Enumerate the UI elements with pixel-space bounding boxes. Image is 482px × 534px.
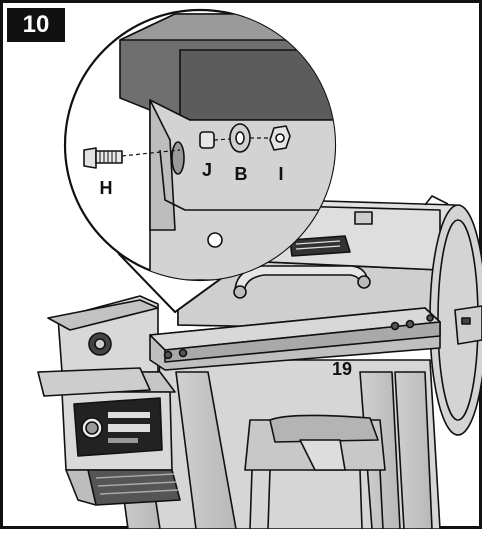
zoom-callout: H J B I bbox=[63, 8, 337, 314]
label-part-19: 19 bbox=[332, 359, 352, 379]
label-part-h: H bbox=[100, 178, 113, 198]
label-part-j: J bbox=[202, 160, 212, 180]
grill-body bbox=[37, 195, 482, 530]
label-part-b: B bbox=[235, 164, 248, 184]
step-number-badge: 10 bbox=[7, 8, 65, 42]
label-part-i: I bbox=[278, 164, 283, 184]
zoom-detail bbox=[83, 13, 335, 280]
